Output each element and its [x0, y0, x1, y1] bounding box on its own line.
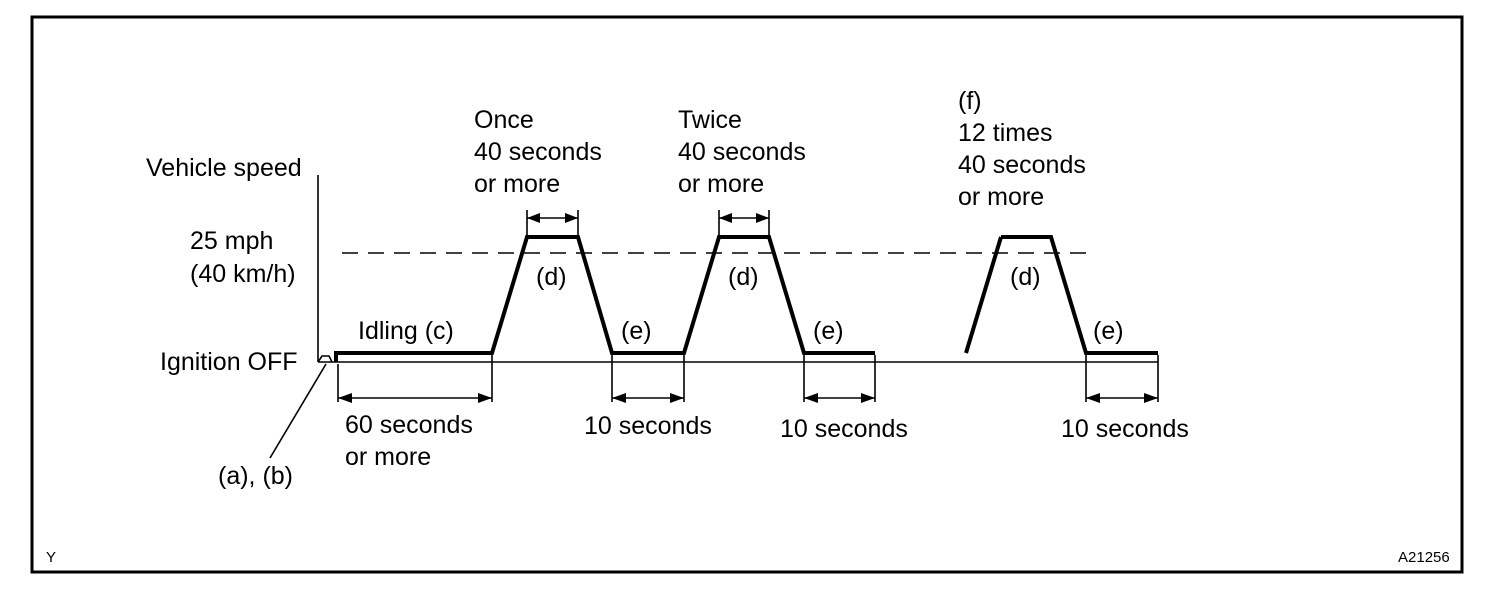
- pointer-label-a-b: (a), (b): [218, 462, 293, 490]
- speed-trace-gap-rise: [964, 236, 1003, 354]
- cycle-1-hold-line-2: or more: [474, 170, 560, 198]
- cycle-1-rest-marker: (e): [621, 317, 652, 345]
- cycle-3-hold-line-2: or more: [958, 183, 1044, 211]
- vehicle-speed-label: Vehicle speed: [146, 154, 302, 182]
- cycle-1-hold-marker: (d): [536, 263, 567, 291]
- cycle-3-rest-marker: (e): [1093, 317, 1124, 345]
- cycle-1-hold-line-1: 40 seconds: [474, 138, 602, 166]
- cycle-2-hold-marker: (d): [728, 263, 759, 291]
- ignition-off-label: Ignition OFF: [160, 348, 298, 376]
- cycle-3-rest-duration: 10 seconds: [1061, 415, 1189, 443]
- cycle-2-title: Twice: [678, 106, 742, 134]
- idle-duration-line-1: 60 seconds: [345, 411, 473, 439]
- cycle-1-title: Once: [474, 106, 534, 134]
- speed-value-mph: 25 mph: [190, 227, 273, 255]
- cycle-1-rest-duration: 10 seconds: [584, 412, 712, 440]
- ignition-off-mark: [317, 355, 333, 363]
- arrow-hold-duration-2: [719, 213, 769, 223]
- arrow-rest-duration-3: [1086, 393, 1158, 403]
- speed-trace-last: [1001, 235, 1158, 355]
- speed-trace-main: [334, 235, 875, 362]
- idle-duration-line-2: or more: [345, 443, 431, 471]
- idling-label: Idling (c): [358, 317, 454, 345]
- arrow-rest-duration-1: [612, 393, 684, 403]
- cycle-3-hold-marker: (d): [1010, 263, 1041, 291]
- cycle-2-rest-marker: (e): [813, 317, 844, 345]
- cycle-3-prefix: (f): [958, 87, 982, 115]
- cycle-2-hold-line-2: or more: [678, 170, 764, 198]
- corner-left-mark: Y: [46, 549, 56, 566]
- dimension-ticks: [337, 210, 1159, 402]
- pointer-line: [269, 363, 327, 459]
- figure-code: A21256: [1398, 549, 1450, 566]
- arrow-hold-duration-1: [527, 213, 578, 223]
- arrow-idle-duration: [338, 393, 492, 403]
- cycle-2-rest-duration: 10 seconds: [780, 415, 908, 443]
- speed-value-kmh: (40 km/h): [190, 260, 296, 288]
- arrow-rest-duration-2: [804, 393, 875, 403]
- cycle-3-hold-line-1: 40 seconds: [958, 151, 1086, 179]
- diagram-frame: [30, 15, 1464, 574]
- cycle-2-hold-line-1: 40 seconds: [678, 138, 806, 166]
- cycle-3-title: 12 times: [958, 119, 1052, 147]
